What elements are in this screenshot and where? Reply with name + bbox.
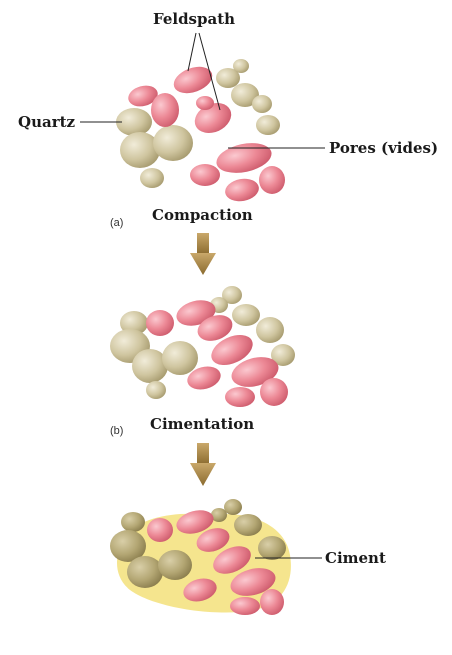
- ciment-label: Ciment: [325, 549, 386, 567]
- process-arrow-1: [190, 233, 216, 275]
- quartz-grain: [232, 304, 260, 326]
- quartz-grain: [127, 556, 163, 588]
- cimentation-label: Cimentation: [150, 415, 254, 433]
- compaction-label: Compaction: [152, 206, 253, 224]
- feldspar-grain: [151, 93, 179, 127]
- feldspar-grain: [259, 166, 285, 194]
- feldspar-grain: [146, 310, 174, 336]
- panel-b-marker: (b): [110, 425, 123, 437]
- quartz-grain: [234, 514, 262, 536]
- feldspath-label: Feldspath: [153, 10, 235, 28]
- quartz-grain: [121, 512, 145, 532]
- feldspar-grain: [147, 518, 173, 542]
- feldspath-leader-1: [188, 33, 196, 71]
- process-arrow-2: [190, 443, 216, 486]
- feldspar-grain: [230, 597, 260, 615]
- quartz-grain: [256, 115, 280, 135]
- feldspar-grain: [170, 62, 216, 98]
- feldspar-grain: [260, 589, 284, 615]
- quartz-grain: [233, 59, 249, 73]
- panel-c-grains: [110, 499, 291, 615]
- feldspar-grain: [190, 164, 220, 186]
- feldspar-grain: [223, 176, 260, 204]
- feldspar-grain: [196, 96, 214, 110]
- quartz-grain: [252, 95, 272, 113]
- quartz-grain: [146, 381, 166, 399]
- feldspar-grain: [260, 378, 288, 406]
- panel-a-marker: (a): [110, 217, 123, 229]
- pores-label: Pores (vides): [329, 139, 438, 157]
- panel-a-grains: [116, 59, 285, 204]
- quartz-grain: [258, 536, 286, 560]
- quartz-grain: [158, 550, 192, 580]
- quartz-label: Quartz: [18, 113, 76, 131]
- quartz-grain: [153, 125, 193, 161]
- feldspar-grain: [225, 387, 255, 407]
- quartz-grain: [224, 499, 242, 515]
- panel-b-grains: [110, 286, 295, 407]
- quartz-grain: [162, 341, 198, 375]
- quartz-grain: [256, 317, 284, 343]
- quartz-grain: [140, 168, 164, 188]
